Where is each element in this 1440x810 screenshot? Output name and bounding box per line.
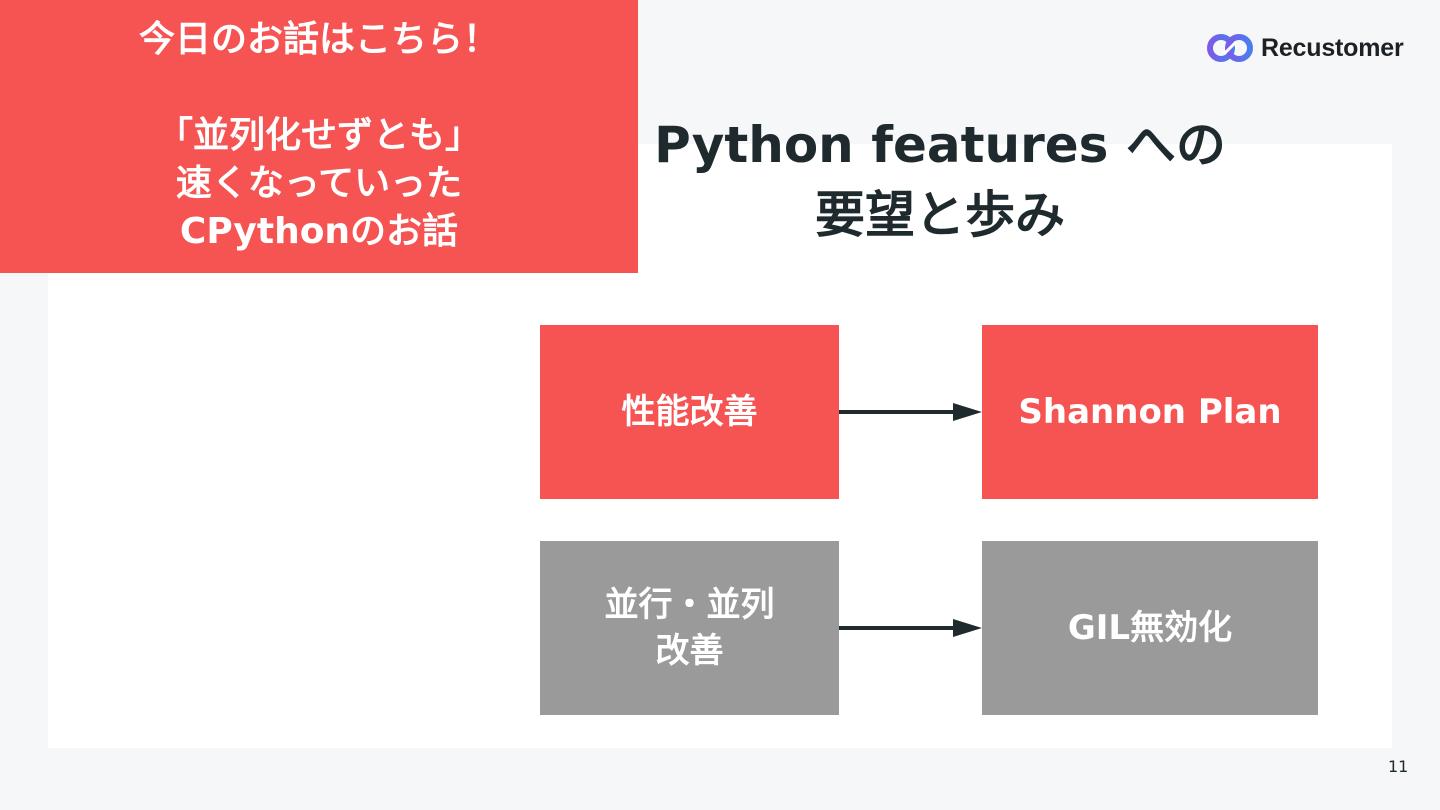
title-line-1: Python features への [654, 116, 1226, 174]
recustomer-logo-icon [1207, 34, 1253, 62]
performance-improvement-label: 性能改善 [621, 392, 758, 432]
brand-logo: Recustomer [1207, 30, 1404, 66]
concurrency-label-line-2: 改善 [655, 631, 724, 671]
topic-line-1: 今日のお話はこちら！ [138, 19, 499, 60]
brand-name: Recustomer [1261, 33, 1404, 62]
gil-removal-box: GIL無効化 [982, 541, 1318, 715]
shannon-plan-box: Shannon Plan [982, 325, 1318, 499]
topic-line-3: 速くなっていった [175, 163, 463, 204]
performance-improvement-box: 性能改善 [540, 325, 839, 499]
gil-removal-label: GIL無効化 [1067, 608, 1233, 648]
topic-banner: 今日のお話はこちら！ 「並列化せずとも」 速くなっていった CPythonのお話 [0, 0, 638, 273]
concurrency-improvement-box: 並行・並列 改善 [540, 541, 839, 715]
shannon-plan-label: Shannon Plan [1018, 392, 1282, 432]
concurrency-label-line-1: 並行・並列 [604, 585, 775, 625]
topic-line-2: 「並列化せずとも」 [156, 115, 481, 156]
topic-line-4: CPythonのお話 [179, 211, 459, 252]
page-number: 11 [1388, 757, 1409, 776]
arrow-right-icon [839, 619, 982, 637]
title-line-2: 要望と歩み [815, 186, 1065, 244]
arrow-right-icon [839, 403, 982, 421]
